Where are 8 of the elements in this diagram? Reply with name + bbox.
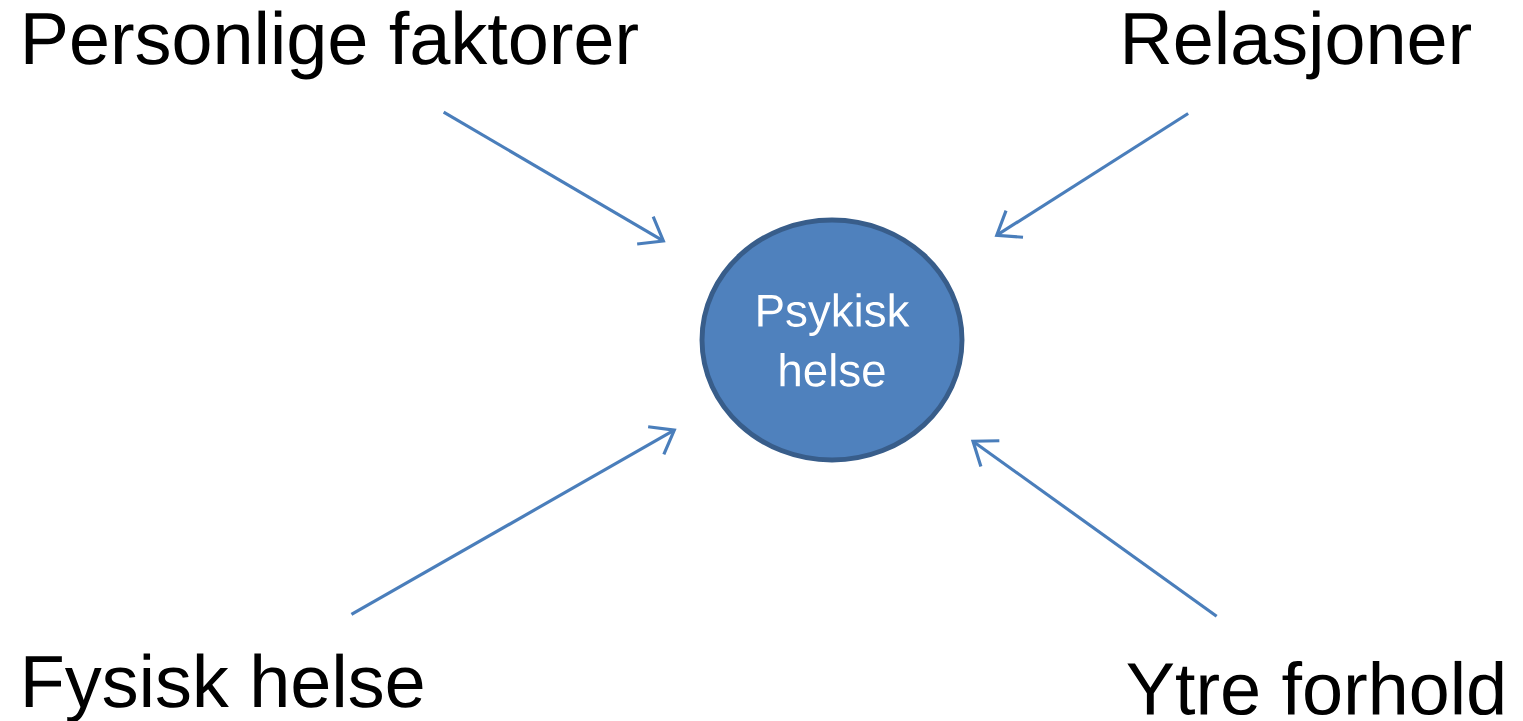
factor-label: Ytre forhold	[1127, 660, 1503, 716]
arrow	[442, 110, 666, 246]
arrow	[970, 439, 1218, 618]
factor-label: Relasjoner	[1125, 10, 1471, 80]
arrow	[994, 112, 1189, 239]
circle-node: Psykisk helse	[699, 217, 965, 463]
factor-label: Personlige faktorer	[25, 10, 638, 80]
arrow	[350, 425, 677, 616]
